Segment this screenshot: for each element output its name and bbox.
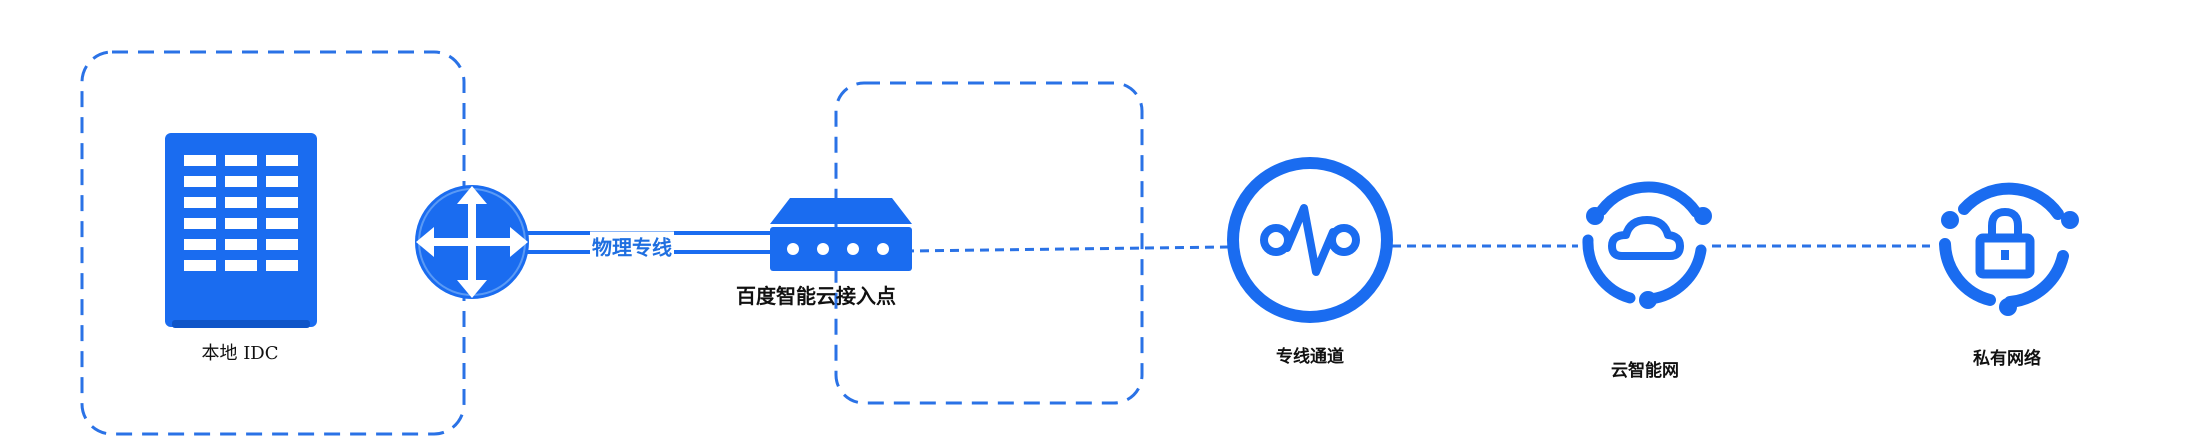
access-point-label: 百度智能云接入点: [736, 284, 896, 308]
access-switch-icon: [770, 198, 912, 271]
dedicated-channel-label: 专线通道: [1276, 347, 1344, 367]
cloud-network-icon: [1582, 181, 1712, 309]
dashed-link-ap-to-channel: [904, 245, 1229, 253]
local-idc-label: 本地 IDC: [201, 343, 279, 364]
cloud-smart-network-label: 云智能网: [1611, 361, 1679, 381]
lock-network-icon: [1939, 182, 2079, 316]
dedicated-channel-icon: [1227, 157, 1393, 323]
private-network-label: 私有网络: [1973, 349, 2041, 369]
physical-line-label: 物理专线: [590, 231, 674, 261]
server-rack-icon: [165, 133, 317, 328]
router-arrows-icon: [415, 185, 529, 299]
